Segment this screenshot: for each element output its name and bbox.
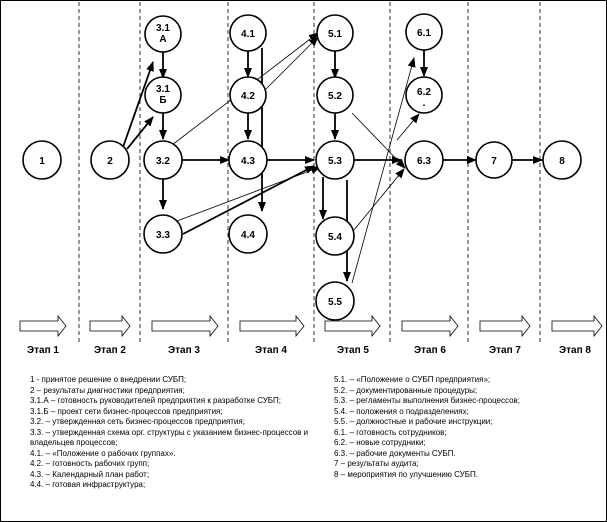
- legend-item: 1 - принятое решение о внедрении СУБП;: [30, 375, 187, 384]
- node-2-label: 2: [107, 156, 113, 167]
- legend-item: 3.3. – утвержденная схема орг. структуры…: [30, 427, 311, 448]
- legend-item: 4.1. – «Положение о рабочих группах».: [30, 448, 176, 458]
- legend-item: 5.5. – должностные и рабочие инструкции;: [334, 417, 493, 426]
- legend-item: 4.4. – готовая инфраструктура;: [30, 480, 146, 489]
- stage-separators: [78, 2, 541, 345]
- legend-item: 6.3. – рабочие документы СУБП.: [334, 448, 456, 458]
- node-4-3: [228, 140, 268, 180]
- node-5-1-label: 5.1: [328, 29, 342, 40]
- node-6-2: [405, 76, 443, 114]
- node-5-1: [316, 14, 354, 52]
- node-5-2: [316, 76, 354, 114]
- stage-arrow-7: [479, 314, 531, 338]
- stage-label-8: Этап 8: [559, 345, 591, 356]
- node-3-2: [143, 140, 183, 180]
- stage-label-1: Этап 1: [27, 345, 59, 356]
- stage-arrow-2: [89, 314, 131, 338]
- stage-label-6: Этап 6: [414, 345, 446, 356]
- node-5-5-label: 5.5: [328, 297, 342, 308]
- legend-item: 5.4. – положения о подразделениях;: [334, 406, 469, 416]
- node-6-1: [405, 13, 443, 51]
- stage-label-4: Этап 4: [255, 345, 287, 356]
- node-6-1-label: 6.1: [417, 28, 431, 39]
- stage-arrow-5: [324, 314, 381, 338]
- node-3-3: [143, 214, 183, 254]
- node-5-5: [315, 281, 355, 321]
- node-6-3-label: 6.3: [417, 156, 431, 167]
- node-5-4: [315, 216, 355, 256]
- node-5-4-label: 5.4: [328, 232, 342, 243]
- node-4-2-label: 4.2: [241, 91, 255, 102]
- stage-arrow-1: [19, 314, 67, 338]
- legend-item: 6.1. – готовность сотрудников;: [334, 427, 447, 437]
- node-5-3: [315, 140, 355, 180]
- legend-item: 2 – результаты диагностики предприятия;: [30, 385, 185, 395]
- connections: [121, 32, 543, 284]
- legend-item: 4.3. – Календарный план работ;: [30, 469, 150, 479]
- legend-item: 5.3. – регламенты выполнения бизнес-проц…: [334, 396, 521, 405]
- node-3-1b: [144, 76, 182, 114]
- legend-left: 1 - принятое решение о внедрении СУБП; 2…: [30, 375, 320, 491]
- node-4-4: [228, 214, 268, 254]
- node-7: [475, 141, 513, 179]
- stage-label-3: Этап 3: [168, 345, 200, 356]
- stage-arrow-4: [239, 314, 305, 338]
- stage-label-5: Этап 5: [337, 345, 369, 356]
- node-6-3: [404, 140, 444, 180]
- node-7-label: 7: [491, 156, 497, 167]
- node-5-3-label: 5.3: [328, 156, 342, 167]
- node-4-1: [229, 14, 267, 52]
- legend-item: 3.1.Б – проект сети бизнес-процессов пре…: [30, 406, 223, 416]
- legend-item: 7 – результаты аудита;: [334, 459, 419, 468]
- node-3-3-label: 3.3: [156, 230, 170, 241]
- legend-item: 3.2. – утвержденная сеть бизнес-процессо…: [30, 417, 245, 426]
- node-3-2-label: 3.2: [156, 156, 170, 167]
- legend-right: 5.1. – «Положение о СУБП предприятия»; 5…: [334, 375, 599, 480]
- stage-label-2: Этап 2: [94, 345, 126, 356]
- node-8: [542, 140, 582, 180]
- legend-item: 5.1. – «Положение о СУБП предприятия»;: [334, 375, 491, 384]
- node-5-2-label: 5.2: [328, 91, 342, 102]
- node-2: [90, 140, 130, 180]
- node-4-3-label: 4.3: [241, 156, 255, 167]
- legend-item: 4.2. – готовность рабочих групп;: [30, 459, 150, 468]
- stage-labels: Этап 1 Этап 2 Этап 3 Этап 4 Этап 5 Этап …: [27, 345, 591, 356]
- stage-arrow-8: [551, 314, 603, 338]
- node-4-2: [229, 76, 267, 114]
- node-4-4-label: 4.4: [241, 230, 255, 241]
- stage-arrows: [19, 314, 603, 338]
- legend-item: 3.1.А – готовность руководителей предпри…: [30, 396, 282, 405]
- node-6-2-label: 6.2.: [417, 87, 431, 109]
- legend-item: 8 – мероприятия по улучшению СУБП.: [334, 469, 478, 479]
- node-4-1-label: 4.1: [241, 29, 255, 40]
- stage-label-7: Этап 7: [489, 345, 521, 356]
- node-1: [22, 140, 62, 180]
- nodes: [22, 13, 582, 321]
- node-8-label: 8: [559, 156, 565, 167]
- stage-arrow-6: [401, 314, 459, 338]
- legend-item: 5.2. – документированные процедуры;: [334, 385, 478, 395]
- stage-arrow-3: [151, 314, 219, 338]
- node-1-label: 1: [39, 156, 45, 167]
- legend-item: 6.2. – новые сотрудники;: [334, 438, 426, 447]
- node-3-1a: [144, 15, 182, 53]
